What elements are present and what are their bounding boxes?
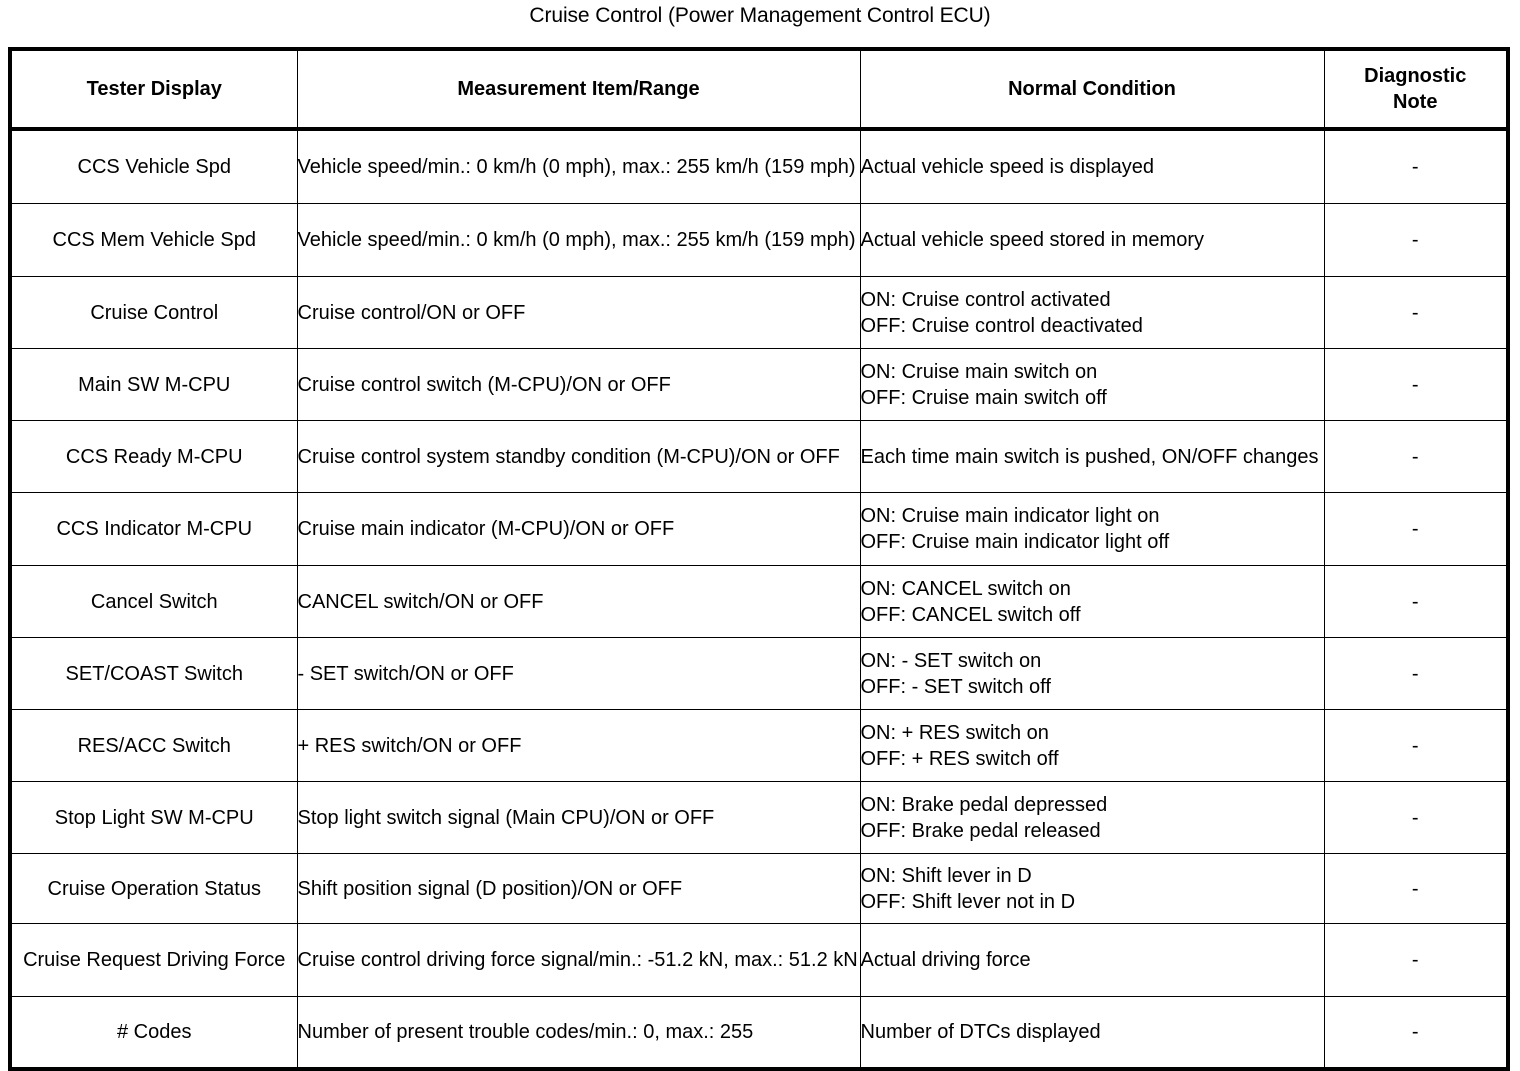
cell-normal-condition: ON: - SET switch on OFF: - SET switch off bbox=[859, 637, 1325, 710]
cell-measurement-item-range: + RES switch/ON or OFF bbox=[296, 709, 861, 782]
cell-diagnostic-note: - bbox=[1323, 709, 1509, 782]
cell-line: OFF: Cruise control deactivated bbox=[860, 314, 1143, 337]
cell-tester-display: Stop Light SW M-CPU bbox=[9, 781, 298, 854]
cell-line: ON: Cruise main indicator light on bbox=[860, 505, 1160, 527]
cell-diagnostic-note: - bbox=[1323, 565, 1509, 638]
cell-diagnostic-note: - bbox=[1323, 348, 1509, 421]
cell-line: ON: + RES switch on bbox=[860, 721, 1049, 744]
cell-diagnostic-note: - bbox=[1323, 420, 1509, 493]
cell-line: ON: Cruise main switch on bbox=[860, 360, 1098, 383]
cell-line: Diagnostic bbox=[1364, 65, 1467, 87]
cell-measurement-item-range: Cruise control/ON or OFF bbox=[296, 276, 861, 349]
cell-normal-condition: ON: Shift lever in D OFF: Shift lever not… bbox=[859, 853, 1325, 924]
cell-tester-display: CCS Ready M-CPU bbox=[9, 420, 298, 493]
cell-tester-display: Main SW M-CPU bbox=[9, 348, 298, 421]
cell-measurement-item-range: Cruise control system standby condition … bbox=[296, 420, 861, 493]
cell-diagnostic-note: - bbox=[1323, 923, 1509, 997]
cell-tester-display: Cancel Switch bbox=[9, 565, 298, 638]
cell-measurement-item-range: - SET switch/ON or OFF bbox=[296, 637, 861, 710]
cell-line: ON: CANCEL switch on bbox=[860, 577, 1071, 600]
cell-measurement-item-range: Cruise main indicator (M-CPU)/ON or OFF bbox=[296, 492, 861, 566]
cell-tester-display: Cruise Request Driving Force bbox=[9, 923, 298, 997]
cell-normal-condition: Actual driving force bbox=[859, 923, 1325, 997]
cell-line: OFF: Cruise main switch off bbox=[860, 386, 1107, 409]
cell-measurement-item-range: Number of present trouble codes/min.: 0,… bbox=[296, 996, 861, 1070]
cell-measurement-item-range: Stop light switch signal (Main CPU)/ON o… bbox=[296, 781, 861, 854]
cell-tester-display: CCS Mem Vehicle Spd bbox=[9, 203, 298, 277]
cell-measurement-item-range: Cruise control switch (M-CPU)/ON or OFF bbox=[296, 348, 861, 421]
cell-line: OFF: Brake pedal released bbox=[860, 819, 1101, 842]
cell-line: ON: Brake pedal depressed bbox=[860, 793, 1108, 816]
cell-diagnostic-note: - bbox=[1323, 203, 1509, 277]
table-header: Tester Display Measurement Item/Range No… bbox=[9, 48, 1509, 131]
spec-table-container: Tester Display Measurement Item/Range No… bbox=[8, 47, 1510, 1071]
cell-measurement-item-range: Vehicle speed/min.: 0 km/h (0 mph), max.… bbox=[296, 203, 861, 277]
cell-normal-condition: ON: CANCEL switch on OFF: CANCEL switch o… bbox=[859, 565, 1325, 638]
cell-line: ON: Shift lever in D bbox=[860, 864, 1032, 887]
cell-line: ON: - SET switch on bbox=[860, 649, 1042, 672]
cell-tester-display: RES/ACC Switch bbox=[9, 709, 298, 782]
cell-normal-condition: Actual vehicle speed stored in memory bbox=[859, 203, 1325, 277]
cell-line: OFF: CANCEL switch off bbox=[860, 603, 1081, 626]
cell-measurement-item-range: Cruise control driving force signal/min.… bbox=[296, 923, 861, 997]
cell-diagnostic-note: - bbox=[1323, 781, 1509, 854]
column-header-tester-display: Tester Display bbox=[9, 48, 298, 131]
cell-line: ON: Cruise control activated bbox=[860, 288, 1111, 311]
cell-line: OFF: Cruise main indicator light off bbox=[860, 531, 1170, 553]
cell-measurement-item-range: Vehicle speed/min.: 0 km/h (0 mph), max.… bbox=[296, 128, 861, 204]
cell-diagnostic-note: - bbox=[1323, 276, 1509, 349]
cell-line: Note bbox=[1393, 91, 1438, 113]
cell-tester-display: CCS Vehicle Spd bbox=[9, 128, 298, 204]
cell-tester-display: SET/COAST Switch bbox=[9, 637, 298, 710]
cell-normal-condition: Each time main switch is pushed, ON/OFF … bbox=[859, 420, 1325, 493]
page-title: Cruise Control (Power Management Control… bbox=[529, 4, 991, 27]
cell-normal-condition: ON: Cruise main indicator light on OFF: C… bbox=[859, 492, 1325, 566]
cell-diagnostic-note: - bbox=[1323, 637, 1509, 710]
cell-line: OFF: + RES switch off bbox=[860, 747, 1059, 770]
cell-tester-display: Cruise Control bbox=[9, 276, 298, 349]
cell-diagnostic-note: - bbox=[1323, 492, 1509, 566]
cell-diagnostic-note: - bbox=[1323, 853, 1509, 924]
cell-tester-display: # Codes bbox=[9, 996, 298, 1070]
cell-normal-condition: Actual vehicle speed is displayed bbox=[859, 128, 1325, 204]
cell-line: OFF: - SET switch off bbox=[860, 675, 1051, 698]
column-header-measurement-item-range: Measurement Item/Range bbox=[296, 48, 861, 131]
cell-tester-display: Cruise Operation Status bbox=[9, 853, 298, 924]
cell-measurement-item-range: CANCEL switch/ON or OFF bbox=[296, 565, 861, 638]
cell-tester-display: CCS Indicator M-CPU bbox=[9, 492, 298, 566]
table-header-row: Tester Display Measurement Item/Range No… bbox=[9, 48, 1509, 131]
column-header-normal-condition: Normal Condition bbox=[859, 48, 1325, 131]
cell-line: OFF: Shift lever not in D bbox=[860, 890, 1076, 913]
cell-normal-condition: ON: Cruise main switch on OFF: Cruise mai… bbox=[859, 348, 1325, 421]
cell-normal-condition: Number of DTCs displayed bbox=[859, 996, 1325, 1070]
cell-measurement-item-range: Shift position signal (D position)/ON or… bbox=[296, 853, 861, 924]
cell-normal-condition: ON: + RES switch on OFF: + RES switch off bbox=[859, 709, 1325, 782]
cruise-control-spec-table: Tester Display Measurement Item/Range No… bbox=[8, 47, 1510, 1071]
cell-diagnostic-note: - bbox=[1323, 128, 1509, 204]
cell-diagnostic-note: - bbox=[1323, 996, 1509, 1070]
